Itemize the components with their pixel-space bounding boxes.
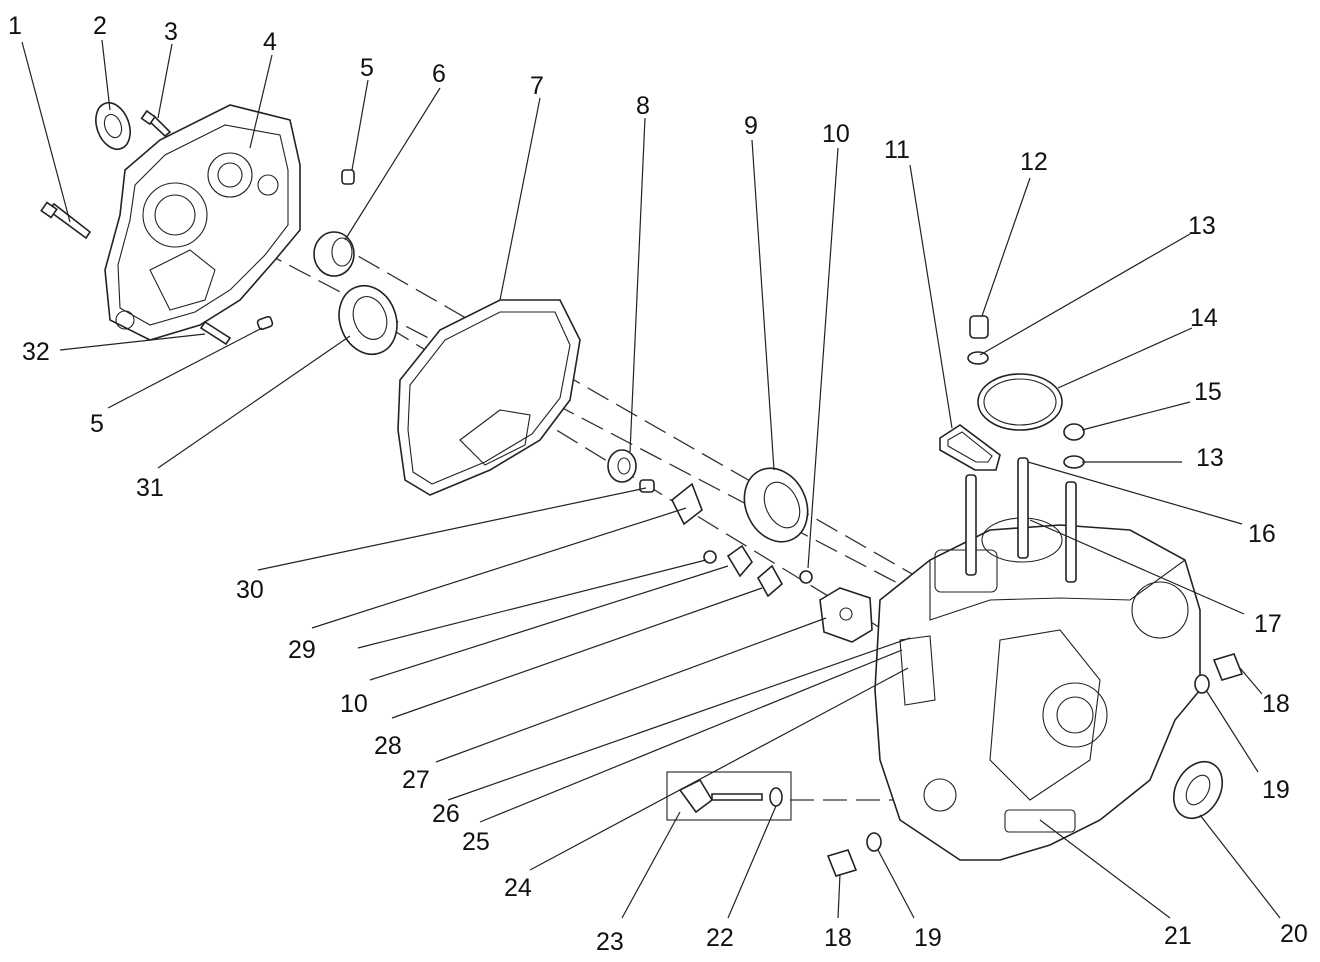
callout-25: 25 [462, 828, 490, 856]
callout-6: 6 [432, 60, 446, 88]
cover-plate-24 [819, 587, 873, 643]
main-bearing-31 [338, 284, 398, 356]
callout-labels: 1 2 3 4 5 6 7 8 9 10 11 12 13 14 15 13 1… [8, 12, 1308, 956]
callout-20: 20 [1280, 920, 1308, 948]
crankcase-block [874, 517, 1201, 861]
bolts [40, 109, 172, 240]
callout-3: 3 [164, 18, 178, 46]
callout-7: 7 [530, 72, 544, 100]
callout-13a: 13 [1188, 212, 1216, 240]
oil-seal-small [95, 101, 131, 151]
callout-27: 27 [402, 766, 430, 794]
callout-4: 4 [263, 28, 277, 56]
callout-11: 11 [884, 136, 910, 164]
main-bearing-9 [743, 467, 809, 543]
callout-10a: 10 [822, 120, 850, 148]
callout-18b: 18 [824, 924, 852, 952]
callout-5a: 5 [360, 54, 374, 82]
bearing-8 [607, 449, 637, 483]
callout-16: 16 [1248, 520, 1276, 548]
callout-14: 14 [1190, 304, 1218, 332]
callout-12: 12 [1020, 148, 1048, 176]
leader-lines [21, 39, 1281, 919]
oring-14 [977, 373, 1063, 431]
callout-22: 22 [706, 924, 734, 952]
callout-2: 2 [93, 12, 107, 40]
callout-17: 17 [1254, 610, 1282, 638]
bearing-6 [313, 231, 355, 277]
callout-8: 8 [636, 92, 650, 120]
dowel-pins [199, 169, 355, 346]
callout-9: 9 [744, 112, 758, 140]
callout-28: 28 [374, 732, 402, 760]
callout-15: 15 [1194, 378, 1222, 406]
drain-plugs [826, 653, 1244, 877]
gasket-11 [939, 424, 1001, 471]
plugs [967, 315, 1085, 469]
callout-19b: 19 [914, 924, 942, 952]
gear-case-cover [104, 104, 301, 341]
callout-18a: 18 [1262, 690, 1290, 718]
callout-29: 29 [288, 636, 316, 664]
callout-21: 21 [1164, 922, 1192, 950]
callout-1: 1 [8, 12, 22, 40]
callout-13b: 13 [1196, 444, 1224, 472]
callout-32: 32 [22, 338, 50, 366]
cylinder-studs [965, 457, 1077, 583]
callout-10b: 10 [340, 690, 368, 718]
callout-23: 23 [596, 928, 624, 956]
callout-24: 24 [504, 874, 532, 902]
dipstick-assembly [666, 771, 792, 821]
small-parts [639, 479, 813, 598]
callout-30: 30 [236, 576, 264, 604]
cover-gasket [397, 299, 581, 496]
callout-5b: 5 [90, 410, 104, 438]
callout-26: 26 [432, 800, 460, 828]
callout-19a: 19 [1262, 776, 1290, 804]
callout-31: 31 [136, 474, 164, 502]
